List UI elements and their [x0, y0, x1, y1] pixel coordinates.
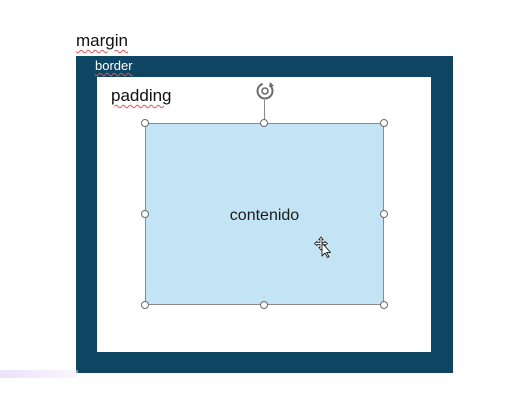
resize-handle-bottom-left[interactable]	[141, 301, 149, 309]
resize-handle-bottom-right[interactable]	[380, 301, 388, 309]
padding-label: padding	[111, 86, 172, 105]
resize-handle-middle-left[interactable]	[141, 210, 149, 218]
background-highlight	[0, 370, 78, 378]
content-shape[interactable]: contenido	[145, 123, 384, 305]
content-label: contenido	[229, 207, 300, 224]
resize-handle-middle-right[interactable]	[380, 210, 388, 218]
move-cursor-icon	[314, 236, 331, 258]
resize-handle-top-middle[interactable]	[260, 119, 268, 127]
rotate-stem	[264, 100, 265, 119]
resize-handle-top-left[interactable]	[141, 119, 149, 127]
border-label: border	[95, 58, 133, 73]
resize-handle-bottom-middle[interactable]	[260, 301, 268, 309]
margin-label: margin	[76, 31, 128, 50]
resize-handle-top-right[interactable]	[380, 119, 388, 127]
rotate-handle-icon[interactable]	[254, 80, 278, 102]
